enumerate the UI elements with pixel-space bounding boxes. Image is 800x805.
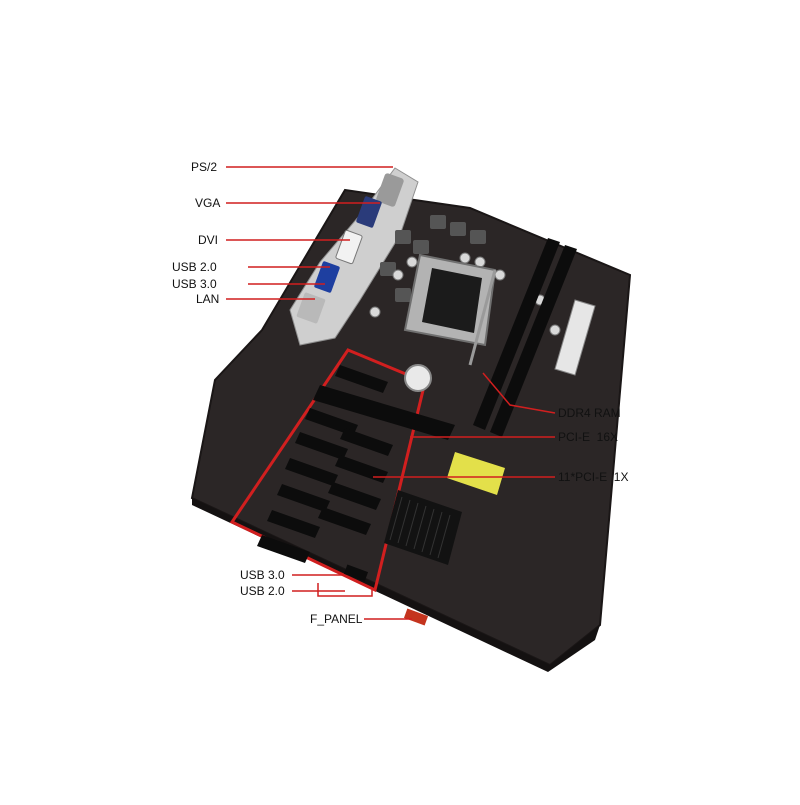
dvi-port: [335, 229, 363, 265]
callout-f-panel: F_PANEL: [310, 612, 363, 626]
chipset-heatsink: [384, 490, 462, 565]
callout-lan: LAN: [196, 292, 220, 306]
usb-ports-rear: [314, 261, 340, 293]
usb-headers: [343, 564, 369, 582]
cpu-lever: [468, 269, 497, 366]
cmos-battery: [404, 364, 432, 392]
callout-vga: VGA: [195, 196, 221, 210]
callout-dvi: DVI: [198, 233, 219, 247]
yellow-sticker: [447, 452, 505, 495]
callout-pcie-1x: 11*PCI-E 1X: [558, 470, 629, 484]
callout-pcie-16x: PCI-E 16X: [558, 430, 619, 444]
callout-usb30-rear: USB 3.0: [172, 277, 217, 291]
callout-usb20-rear: USB 2.0: [172, 260, 217, 274]
callout-ps2: PS/2: [191, 160, 218, 174]
cpu-socket-inner: [422, 268, 482, 333]
pcie-highlight-box: [229, 348, 427, 593]
callout-usb20-header: USB 2.0: [240, 584, 285, 598]
callout-lines: [226, 166, 556, 620]
atx-power-connector: [554, 299, 596, 376]
pcie-x16-slot: [313, 385, 455, 440]
ps2-port: [376, 173, 404, 207]
fpanel-header: [403, 608, 429, 626]
pcie-x1-slots: [257, 365, 393, 563]
vrm-components: [380, 215, 486, 302]
callout-usb30-header: USB 3.0: [240, 568, 285, 582]
callout-ddr4-ram: DDR4 RAM: [558, 406, 621, 420]
lan-port: [296, 292, 326, 324]
ddr4-slots: [473, 238, 577, 437]
vga-port: [356, 196, 382, 228]
